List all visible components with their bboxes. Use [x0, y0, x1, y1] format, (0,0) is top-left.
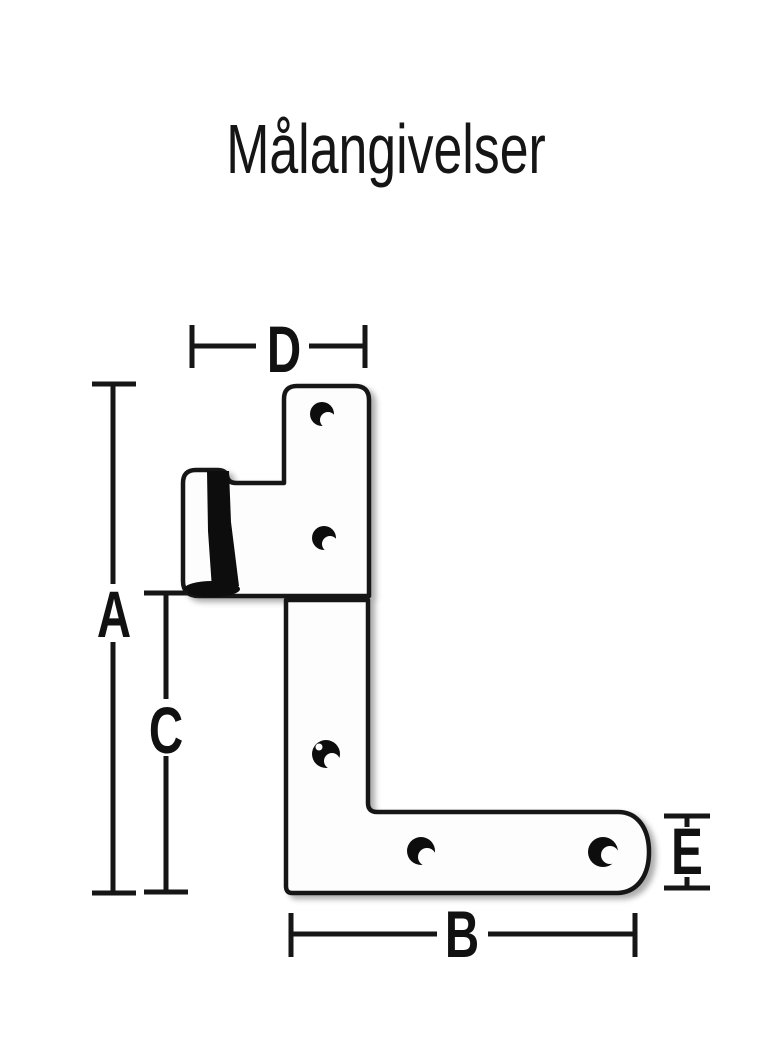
dimension-a-label: A [97, 578, 131, 651]
lower-leaf-outline [283, 597, 652, 896]
dimension-a-lines [92, 381, 136, 896]
dimension-e-label: E [671, 815, 703, 888]
dimension-c-label: C [149, 694, 183, 767]
dimension-b-label: B [445, 898, 479, 971]
screw-hole [588, 837, 619, 867]
hinge-drawing [180, 383, 652, 896]
dimension-d-label: D [267, 313, 301, 386]
dimension-c-lines [144, 590, 188, 895]
knuckle-shading [207, 471, 239, 589]
screw-hole [310, 402, 336, 428]
screw-hole [312, 526, 338, 552]
screw-hole [407, 837, 436, 866]
dimension-e-lines [664, 813, 710, 891]
dimension-d-lines [189, 325, 368, 368]
knuckle-bottom-shading [184, 581, 240, 597]
dimension-b-lines [288, 913, 638, 957]
screw-hole [312, 740, 340, 769]
page-title: Målangivelser [226, 110, 546, 188]
